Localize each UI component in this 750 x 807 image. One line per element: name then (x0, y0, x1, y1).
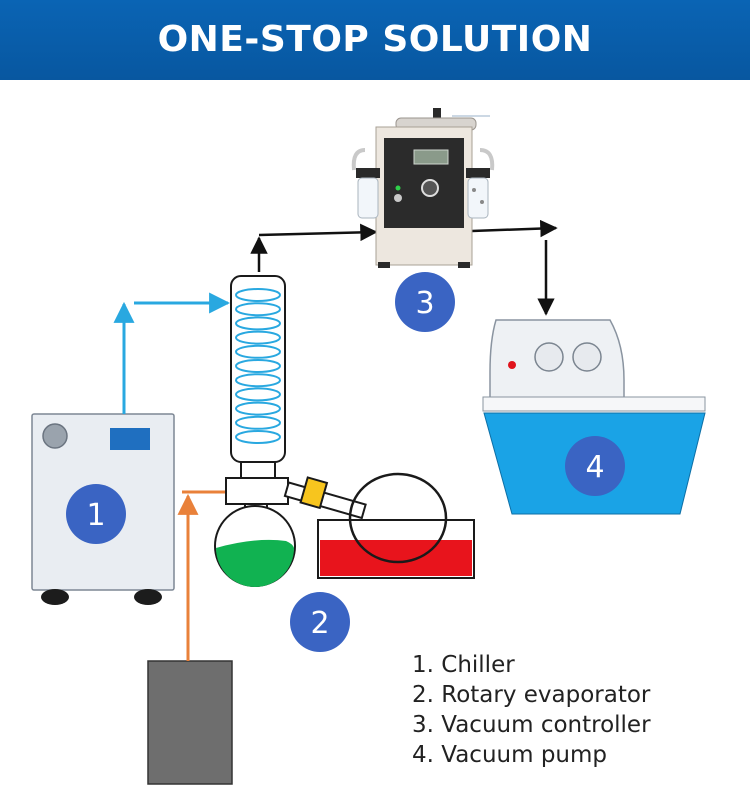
heating-bath (320, 540, 472, 576)
legend-item-rotary-evaporator: 2. Rotary evaporator (412, 682, 651, 708)
badge-1-label: 1 (86, 498, 105, 533)
coil-loop (235, 302, 281, 317)
coil-loop (235, 401, 281, 416)
vacuum-lines (250, 219, 558, 316)
title-banner (0, 0, 750, 80)
page-title: ONE-STOP SOLUTION (157, 19, 593, 60)
coil-loop (235, 316, 281, 331)
coil-loop (235, 330, 281, 345)
badge-4: 4 (565, 436, 625, 496)
coil-loop (235, 359, 281, 373)
controller-display (413, 149, 449, 165)
vacuum-controller (351, 108, 495, 268)
chiller-wheel-right (134, 589, 162, 605)
chiller-wheel-left (41, 589, 69, 605)
condenser-coil (235, 288, 281, 444)
coil-loop (235, 373, 281, 388)
badge-3: 3 (395, 272, 455, 332)
coolant-lines (113, 292, 231, 414)
coil-loop (235, 415, 281, 430)
component-legend: 1. Chiller 2. Rotary evaporator 3. Vacuu… (412, 650, 651, 770)
badge-1: 1 (66, 484, 126, 544)
badge-3-label: 3 (415, 286, 434, 321)
evaporating-flask (348, 472, 448, 564)
pump-gauge-right (572, 342, 602, 372)
legend-item-vacuum-pump: 4. Vacuum pump (412, 742, 607, 768)
legend-item-chiller: 1. Chiller (412, 652, 515, 678)
controller-knob (421, 179, 439, 197)
coil-loop (235, 344, 281, 359)
badge-4-label: 4 (585, 450, 604, 485)
chiller-knob (42, 423, 68, 449)
coil-loop (235, 430, 281, 444)
heater-block (147, 660, 233, 785)
pump-gauge-left (534, 342, 564, 372)
coil-loop (235, 387, 281, 402)
badge-2: 2 (290, 592, 350, 652)
rotary-evaporator (214, 275, 475, 587)
pump-indicator (508, 361, 516, 369)
legend-item-vacuum-controller: 3. Vacuum controller (412, 712, 651, 738)
badge-2-label: 2 (310, 606, 329, 641)
coil-loop (235, 288, 281, 302)
collecting-flask-liquid (216, 539, 294, 587)
motor-joint (299, 476, 329, 510)
chiller-display (110, 428, 150, 450)
